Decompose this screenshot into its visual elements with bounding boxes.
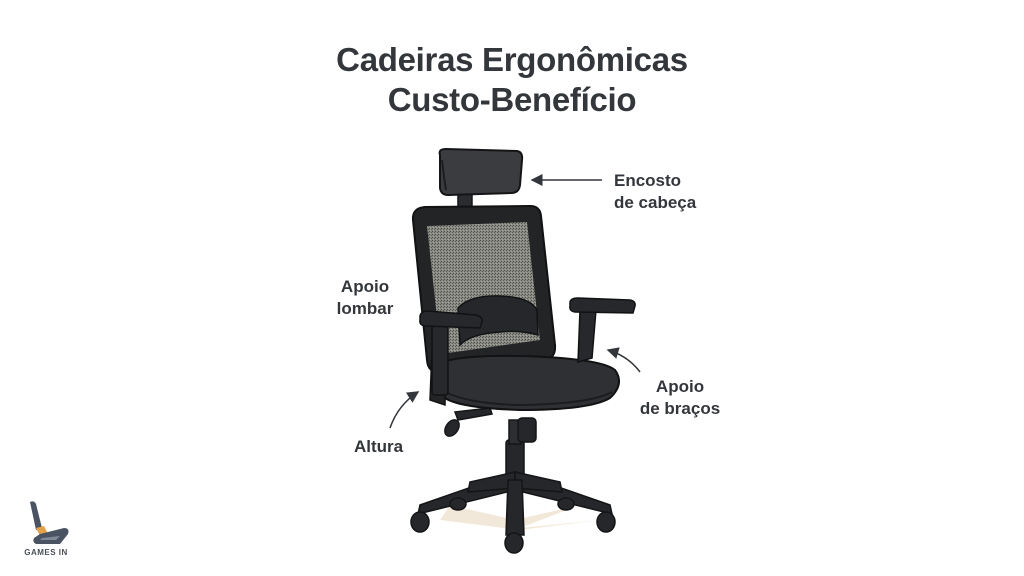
caster bbox=[557, 497, 575, 511]
lumbar-support bbox=[457, 295, 539, 347]
title-line-2: Custo-Benefício bbox=[387, 81, 637, 118]
caster bbox=[410, 511, 430, 533]
label-lumbar-line1: Apoio bbox=[340, 277, 390, 296]
annotation-arrows bbox=[389, 174, 641, 429]
headrest bbox=[438, 147, 524, 209]
label-armrest-line2: de braços bbox=[639, 399, 721, 418]
label-lumbar-line2: lombar bbox=[336, 299, 394, 318]
label-headrest-line2: de cabeça bbox=[614, 193, 697, 212]
height-lever bbox=[444, 407, 537, 443]
arrow-height bbox=[389, 391, 420, 429]
caster bbox=[504, 532, 524, 554]
label-armrest-line1: Apoio bbox=[655, 377, 705, 396]
caster bbox=[449, 497, 467, 511]
label-lumbar: Apoio lombar bbox=[330, 276, 400, 320]
label-armrest: Apoio de braços bbox=[628, 376, 732, 420]
title-line-1: Cadeiras Ergonômicas bbox=[336, 41, 688, 78]
floor-shadow bbox=[440, 505, 600, 530]
label-height-line1: Altura bbox=[354, 437, 404, 456]
games-in-logo-icon bbox=[30, 501, 69, 544]
label-headrest-line1: Encosto bbox=[614, 171, 682, 190]
armrest-right bbox=[569, 297, 636, 364]
page-title: Cadeiras Ergonômicas Custo-Benefício bbox=[0, 40, 1024, 120]
logo-text: GAMES IN bbox=[24, 548, 68, 557]
label-headrest: Encosto de cabeça bbox=[614, 170, 696, 214]
arrow-armrest bbox=[606, 347, 641, 373]
caster bbox=[596, 511, 616, 533]
armrest-left bbox=[419, 310, 483, 396]
label-height: Altura bbox=[354, 436, 403, 458]
chair-base bbox=[410, 419, 616, 554]
